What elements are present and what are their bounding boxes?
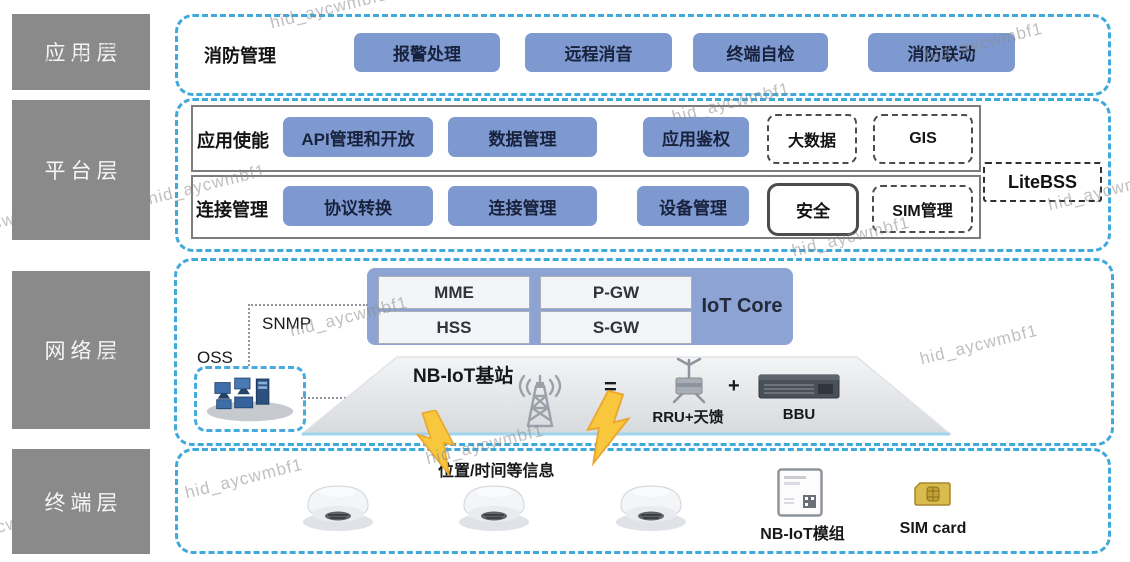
platform-zone (175, 98, 1111, 252)
litebss-chip: LiteBSS (983, 162, 1102, 202)
layer-tag-network: 网络层 (12, 271, 150, 429)
fire-management-label: 消防管理 (204, 46, 276, 66)
oss-box (194, 366, 306, 432)
security-chip: 安全 (767, 183, 859, 236)
snmp-connector-vertical (248, 304, 250, 366)
oss-servers-icon (206, 377, 294, 422)
application-zone (175, 14, 1111, 96)
connection-management-button: 连接管理 (448, 186, 597, 226)
plus-sign: + (728, 375, 740, 397)
nbiot-module-label: NB-IoT模组 (760, 526, 845, 543)
gis-chip: GIS (873, 114, 973, 164)
app-auth-button: 应用鉴权 (643, 117, 749, 157)
lightning-bolt-left-icon (415, 410, 456, 476)
sim-card-label: SIM card (899, 520, 967, 537)
nbiot-module-icon (777, 468, 823, 517)
network-zone (174, 258, 1114, 446)
base-station-title: NB-IoT基站 (413, 366, 514, 387)
sim-card-icon (914, 482, 951, 506)
big-data-chip: 大数据 (767, 114, 857, 164)
alarm-handling-button: 报警处理 (354, 33, 500, 72)
connection-management-label: 连接管理 (196, 200, 268, 220)
bbu-label: BBU (782, 406, 816, 423)
bbu-server-icon (758, 374, 840, 399)
smoke-detector-icon (303, 485, 373, 531)
location-time-info-label: 位置/时间等信息 (438, 463, 555, 480)
data-management-button: 数据管理 (448, 117, 597, 157)
terminal-zone (175, 448, 1111, 554)
iot-core-label: IoT Core (701, 295, 783, 317)
sgw-cell: S-GW (540, 311, 692, 344)
layer-tag-terminal: 终端层 (12, 449, 150, 554)
layer-tag-application: 应用层 (12, 14, 150, 90)
lightning-bolt-right-icon (586, 390, 631, 466)
sim-management-chip: SIM管理 (872, 185, 973, 233)
rru-antenna-icon (672, 357, 706, 404)
hss-cell: HSS (378, 311, 530, 344)
oss-connector-horizontal (301, 397, 353, 399)
pgw-cell: P-GW (540, 276, 692, 309)
radio-tower-icon (518, 374, 562, 428)
terminal-selfcheck-button: 终端自检 (693, 33, 828, 72)
snmp-connector-horizontal (248, 304, 368, 306)
layer-tag-platform: 平台层 (12, 100, 150, 240)
smoke-detector-icon (616, 485, 686, 531)
smoke-detector-icon (459, 485, 529, 531)
protocol-conversion-button: 协议转换 (283, 186, 433, 226)
mme-cell: MME (378, 276, 530, 309)
rru-label: RRU+天馈 (652, 409, 724, 426)
api-management-button: API管理和开放 (283, 117, 433, 157)
remote-mute-button: 远程消音 (525, 33, 672, 72)
snmp-label: SNMP (262, 314, 312, 333)
device-management-button: 设备管理 (637, 186, 749, 226)
app-enablement-label: 应用使能 (197, 131, 269, 151)
fire-linkage-button: 消防联动 (868, 33, 1015, 72)
oss-label: OSS (197, 348, 233, 367)
